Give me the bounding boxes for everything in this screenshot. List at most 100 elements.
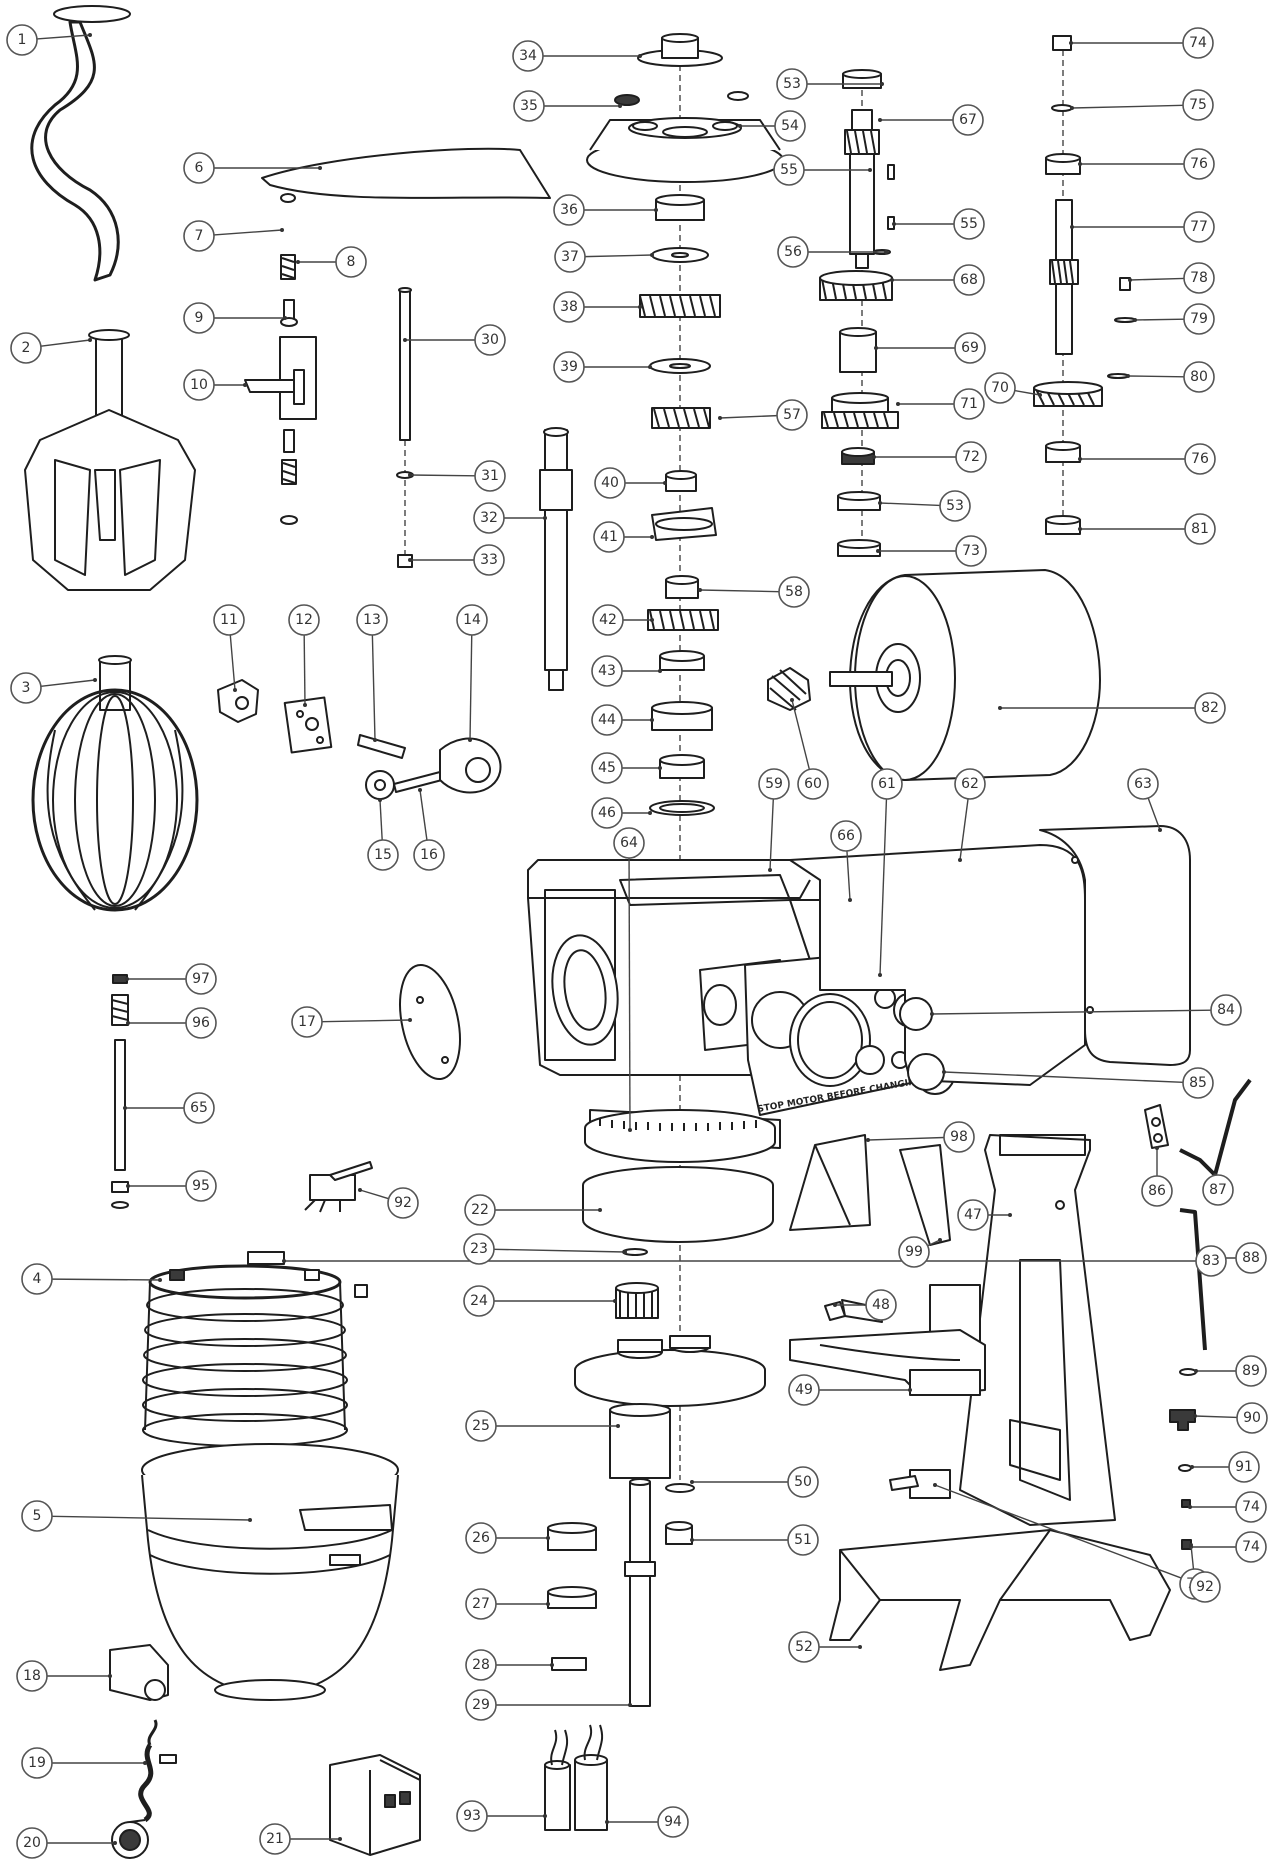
leader-line (931, 1009, 1212, 1015)
callout-circle (553, 194, 585, 226)
callout-number: 34 (519, 48, 537, 64)
part-flat-beater (24, 329, 196, 591)
callout-circle (1189, 1571, 1221, 1603)
callout-circle (465, 1410, 497, 1442)
leader-line (40, 679, 96, 687)
leader-anchor-dot (698, 588, 702, 592)
leader-anchor-dot (930, 1012, 934, 1016)
leader-line (379, 799, 383, 841)
leader-line (769, 798, 775, 871)
part-band-22 (582, 1166, 774, 1243)
leader-anchor-dot (282, 1259, 286, 1263)
leader-anchor-dot (546, 1602, 550, 1606)
callout-circle (592, 604, 624, 636)
part-top-cap (637, 33, 723, 67)
part-motor (767, 569, 1101, 781)
part-ring-gear (584, 1109, 776, 1163)
leader-line (1071, 104, 1184, 109)
leader-anchor-dot (848, 898, 852, 902)
callout-85: 85 (1182, 1067, 1214, 1099)
leader-anchor-dot (1078, 162, 1082, 166)
callout-number: 61 (878, 776, 896, 792)
leader-anchor-dot (658, 669, 662, 673)
part-side-cover (399, 963, 461, 1081)
callout-number: 10 (190, 377, 208, 393)
part-bushing-69 (839, 327, 877, 373)
callout-circle (474, 324, 506, 356)
callout-number: 83 (1202, 1253, 1220, 1269)
callout-circle (183, 220, 215, 252)
callout-number: 74 (1242, 1499, 1260, 1515)
callout-number: 31 (481, 468, 499, 484)
callout-54: 54 (774, 110, 806, 142)
callout-36: 36 (553, 194, 585, 226)
callout-3: 3 (10, 672, 42, 704)
callout-number: 4 (33, 1271, 42, 1287)
leader-anchor-dot (243, 383, 247, 387)
callout-63: 63 (1127, 768, 1159, 800)
callout-circle (1236, 1402, 1268, 1434)
part-dough-hook (30, 5, 131, 282)
leader-anchor-dot (546, 1536, 550, 1540)
leader-anchor-dot (933, 1483, 937, 1487)
callout-8: 8 (335, 246, 367, 278)
leader-anchor-dot (942, 1070, 946, 1074)
callout-number: 36 (560, 202, 578, 218)
callout-81: 81 (1184, 513, 1216, 545)
part-power-cable (111, 1719, 177, 1859)
leader-anchor-dot (233, 688, 237, 692)
leader-line (229, 634, 236, 691)
callout-circle (183, 369, 215, 401)
leader-anchor-dot (884, 250, 888, 254)
callout-circle (183, 1092, 215, 1124)
leader-line (40, 339, 91, 347)
leader-anchor-dot (858, 1645, 862, 1649)
callout-number: 19 (28, 1755, 46, 1771)
leader-line (51, 1515, 251, 1521)
callout-number: 7 (195, 228, 204, 244)
callout-89: 89 (1235, 1355, 1267, 1387)
leader-line (36, 34, 91, 40)
leader-anchor-dot (1038, 393, 1042, 397)
leader-line (867, 1136, 945, 1141)
callout-circle (413, 839, 445, 871)
callout-number: 74 (1189, 35, 1207, 51)
leader-line (1190, 1544, 1195, 1570)
leader-anchor-dot (618, 104, 622, 108)
callout-circle (456, 604, 488, 636)
callout-53: 53 (776, 68, 808, 100)
callout-number: 94 (664, 1814, 682, 1830)
callout-circle (554, 241, 586, 273)
leader-line (584, 254, 653, 258)
callout-96: 96 (185, 1007, 217, 1039)
callout-circle (10, 672, 42, 704)
callout-71: 71 (953, 388, 985, 420)
callout-circle (335, 246, 367, 278)
callout-circle (1182, 89, 1214, 121)
callout-number: 66 (837, 828, 855, 844)
leader-anchor-dot (896, 402, 900, 406)
callout-83: 83 (1195, 1245, 1227, 1277)
callout-circle (591, 655, 623, 687)
leader-anchor-dot (1008, 1213, 1012, 1217)
leader-anchor-dot (1158, 828, 1162, 832)
part-pinion-24 (615, 1248, 659, 1319)
callout-87: 87 (1202, 1174, 1234, 1206)
callout-number: 52 (795, 1639, 813, 1655)
callout-33: 33 (473, 544, 505, 576)
callout-circle (1182, 27, 1214, 59)
callout-circle (185, 1170, 217, 1202)
part-gearbox-cover (586, 117, 784, 183)
callout-number: 82 (1201, 700, 1219, 716)
callout-19: 19 (21, 1747, 53, 1779)
leader-line (51, 1278, 161, 1281)
callout-41: 41 (593, 521, 625, 553)
callout-number: 96 (192, 1015, 210, 1031)
leader-anchor-dot (623, 1250, 627, 1254)
callout-2: 2 (10, 332, 42, 364)
callout-circle (463, 1285, 495, 1317)
callout-4: 4 (21, 1263, 53, 1295)
callout-number: 12 (295, 612, 313, 628)
callout-circle (288, 604, 320, 636)
leader-anchor-dot (408, 473, 412, 477)
